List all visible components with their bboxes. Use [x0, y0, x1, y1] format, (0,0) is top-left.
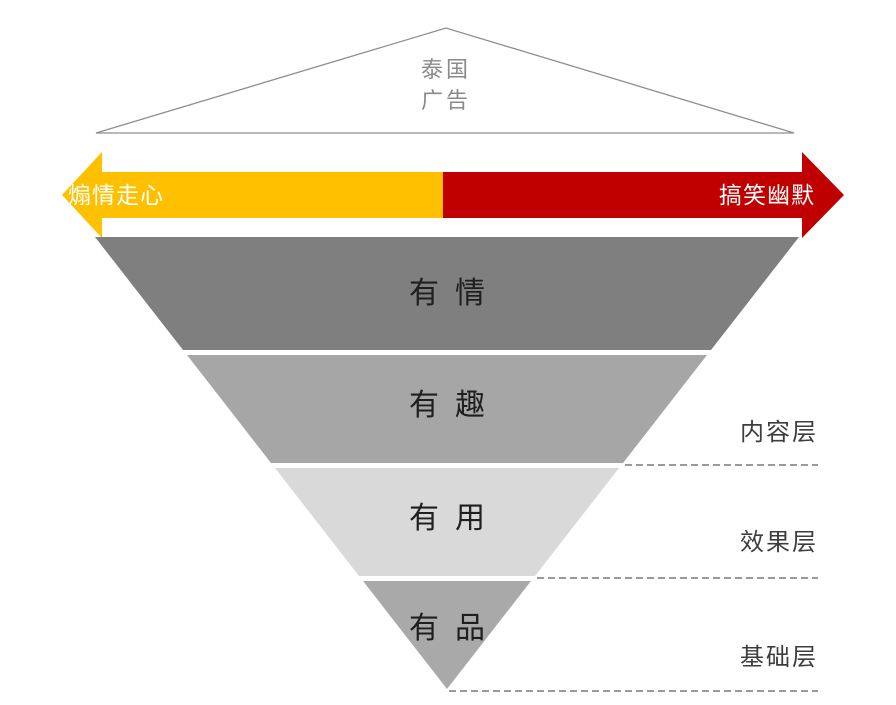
funnel-layer-2-label: 有趣 [409, 389, 501, 422]
spectrum-left-label: 煽情走心 [68, 182, 164, 208]
tier-label-content: 内容层 [740, 419, 818, 446]
right-arrow-shape [443, 152, 844, 238]
tier-label-foundation: 基础层 [740, 644, 818, 671]
funnel-layer-1-shape [95, 237, 799, 350]
funnel-layer-3-label: 有用 [409, 502, 501, 535]
spectrum-right-label: 搞笑幽默 [719, 182, 815, 208]
funnel-layer-4-label: 有品 [409, 612, 501, 645]
funnel-layer-1-label: 有情 [409, 277, 501, 310]
apex-label: 泰国 广告 [346, 54, 546, 116]
funnel-layer-4-shape [363, 581, 531, 689]
apex-label-line1: 泰国 [420, 57, 471, 82]
funnel-layer-2-shape [187, 355, 707, 463]
roof-triangle-outline [95, 27, 795, 134]
left-arrow-shape [62, 152, 443, 238]
funnel-layer-3-shape [275, 468, 619, 576]
apex-label-line2: 广告 [420, 88, 471, 113]
tier-label-effect: 效果层 [740, 529, 818, 556]
